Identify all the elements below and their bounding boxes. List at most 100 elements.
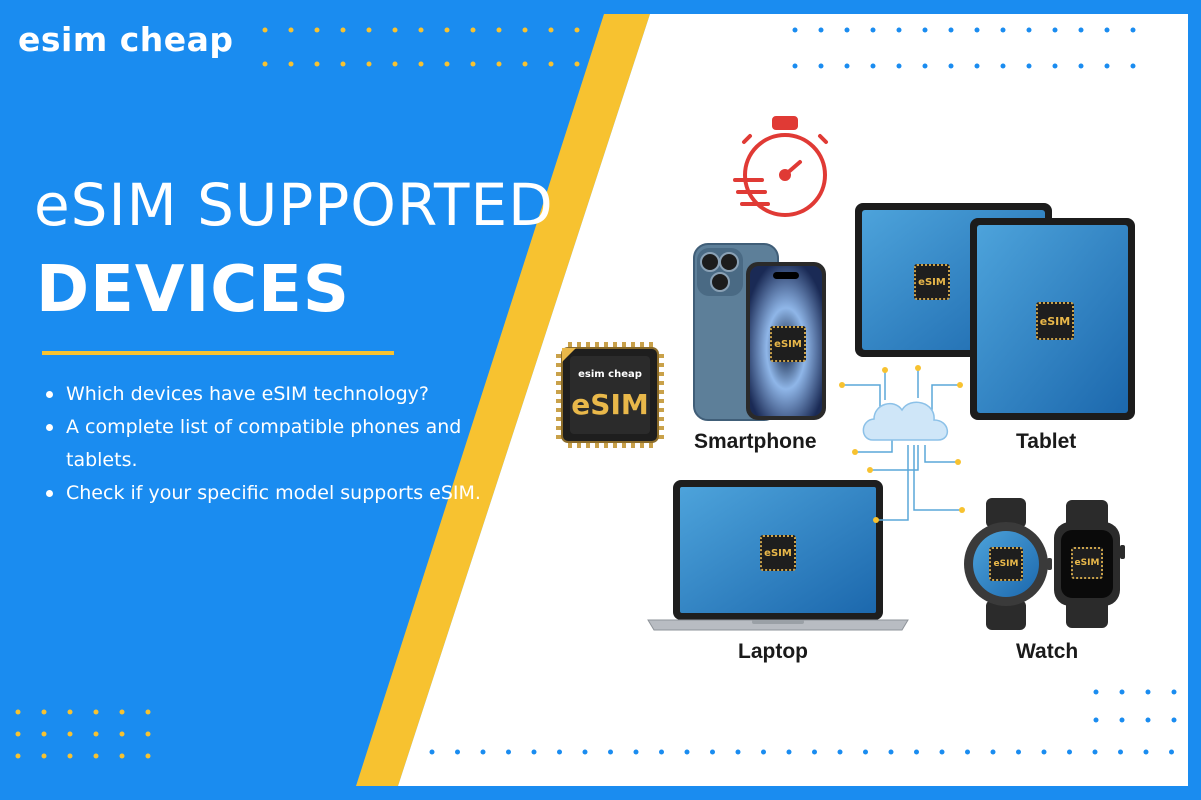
decorative-dot (1143, 749, 1149, 755)
chip-pin (604, 440, 608, 448)
decorative-dot (340, 27, 346, 33)
decorative-dot (262, 27, 268, 33)
chip-brand-text: esim cheap (578, 369, 642, 380)
decorative-dot (818, 27, 824, 33)
decorative-dot (1016, 749, 1021, 755)
decorative-dot (119, 709, 125, 715)
bullet-item: Which devices have eSIM technology? (44, 378, 484, 411)
device-label-smartphone: Smartphone (694, 430, 817, 453)
chip-pin (631, 440, 635, 448)
chip-pin (556, 426, 564, 430)
decorative-dot (735, 749, 741, 755)
decorative-dot (974, 27, 980, 33)
decorative-dot (392, 61, 398, 67)
chip-pin (656, 372, 664, 376)
decorative-dot (786, 749, 792, 755)
chip-pin (656, 426, 664, 430)
chip-pin (649, 342, 653, 350)
decorative-dot (990, 749, 996, 755)
decorative-dot (792, 63, 798, 69)
decorative-dot (1130, 27, 1136, 33)
brand-logo: esim cheap (18, 20, 234, 59)
chip-pin (568, 342, 572, 350)
chip-pin (577, 440, 581, 448)
decorative-dot (1130, 63, 1136, 69)
decorative-dot (93, 753, 99, 759)
decorative-dot (444, 61, 450, 67)
decorative-dot (455, 749, 460, 755)
decorative-dot (761, 749, 766, 755)
decorative-dot (844, 27, 850, 33)
chip-pin (656, 354, 664, 358)
device-esim-chip: eSIM (1036, 302, 1074, 340)
decorative-dot (574, 27, 580, 33)
decorative-dot (948, 27, 954, 33)
decorative-dot (974, 63, 980, 69)
yellow-diagonal-stripe (356, 14, 650, 786)
decorative-dot (1092, 749, 1098, 755)
decorative-dot (1026, 27, 1032, 33)
chip-pin (656, 363, 664, 367)
headline-underline (42, 351, 394, 355)
decorative-dot (659, 749, 664, 755)
decorative-dot (1041, 749, 1047, 755)
headline-line-2: DEVICES (36, 253, 350, 327)
chip-pin (556, 435, 564, 439)
chip-pin (656, 381, 664, 385)
bullet-item: A complete list of compatible phones and… (44, 411, 484, 477)
decorative-dot (67, 731, 73, 737)
decorative-dot (1078, 27, 1084, 33)
chip-pin (556, 417, 564, 421)
decorative-dot (1052, 27, 1058, 33)
decorative-dot (119, 731, 125, 737)
decorative-dot (684, 749, 690, 755)
decorative-dot (93, 731, 99, 737)
chip-pin (556, 408, 564, 412)
chip-pin (556, 381, 564, 385)
decorative-dot (522, 27, 528, 33)
decorative-dot (965, 749, 970, 755)
decorative-dot (1093, 689, 1099, 695)
chip-pin (604, 342, 608, 350)
decorative-dot (896, 27, 902, 33)
bullet-list: Which devices have eSIM technology? A co… (44, 378, 484, 510)
decorative-dot (429, 749, 435, 755)
decorative-dot (582, 749, 588, 755)
decorative-dot (1093, 717, 1099, 723)
decorative-dot (470, 27, 476, 33)
decorative-dot (444, 27, 450, 33)
decorative-dot (262, 61, 268, 67)
decorative-dot (1171, 717, 1177, 723)
decorative-dot (506, 749, 511, 755)
decorative-dot (1145, 717, 1151, 723)
decorative-dot (548, 27, 554, 33)
decorative-dot (15, 753, 21, 759)
decorative-dot (145, 731, 151, 737)
decorative-dot (1118, 749, 1123, 755)
decorative-dot (496, 27, 502, 33)
chip-pin (656, 417, 664, 421)
chip-pin (649, 440, 653, 448)
decorative-dot (863, 749, 868, 755)
chip-pin (622, 342, 626, 350)
decorative-dot (1000, 63, 1006, 69)
decorative-dot (939, 749, 945, 755)
decorative-dot (41, 709, 47, 715)
decorative-dot (41, 731, 47, 737)
decorative-dot (1000, 27, 1006, 33)
chip-pin (586, 440, 590, 448)
chip-pin (656, 435, 664, 439)
decorative-dot (15, 731, 21, 737)
decorative-dot (948, 63, 954, 69)
decorative-dot (67, 709, 73, 715)
headline-line-1: eSIM SUPPORTED (34, 171, 554, 239)
decorative-dot (1119, 717, 1125, 723)
decorative-dot (418, 27, 424, 33)
chip-pin (556, 354, 564, 358)
decorative-dot (1052, 63, 1058, 69)
chip-pin (640, 440, 644, 448)
decorative-dot (896, 63, 902, 69)
decorative-dot (67, 753, 73, 759)
